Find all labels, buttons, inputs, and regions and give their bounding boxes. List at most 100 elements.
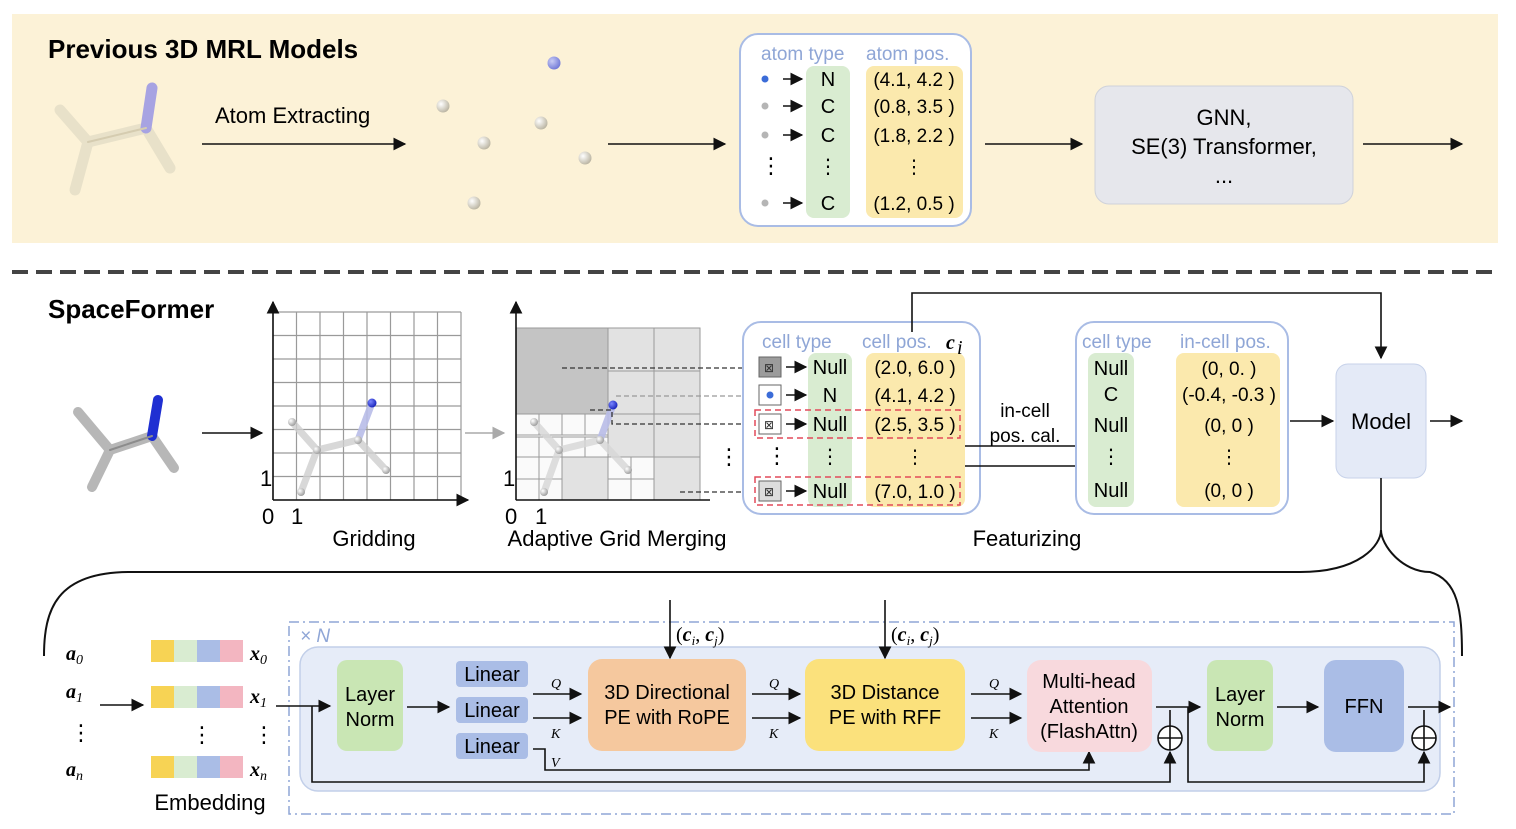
embedding-cell (151, 640, 174, 662)
embedding-cell (197, 756, 220, 778)
output-tokens: x0 x1 ⋮ xn (249, 643, 275, 784)
linear-q: Linear (456, 661, 528, 687)
input-a1: a1 (66, 681, 83, 706)
cell-pos-column (866, 353, 965, 507)
svg-text:Q: Q (989, 677, 999, 692)
cell-pointer-arrows (562, 362, 757, 498)
atom-type-cell: C (821, 125, 835, 147)
residual-add-1-icon (1157, 725, 1183, 751)
gridding-axis-one-y: 1 (260, 466, 272, 491)
input-an: an (66, 759, 83, 784)
cell-pos-cell: (4.1, 4.2 ) (874, 386, 955, 407)
empty-cell-icon (758, 413, 782, 435)
model-box: Model (1335, 363, 1427, 479)
merging-label: Adaptive Grid Merging (508, 526, 727, 551)
svg-text:Linear: Linear (464, 736, 520, 758)
output-x1: x1 (249, 686, 267, 711)
svg-text:V: V (551, 756, 561, 771)
svg-text:⊠: ⊠ (764, 361, 774, 375)
gridding-axis-one-x: 1 (291, 504, 303, 529)
grid-lines (272, 311, 462, 501)
merging-molecule (530, 400, 632, 496)
incell-type-cell: Null (1094, 480, 1128, 502)
gridding-axis-zero: 0 (262, 504, 274, 529)
atom-type-cell: C (821, 96, 835, 118)
residual-1-path (311, 706, 1177, 783)
svg-text:Norm: Norm (346, 709, 395, 731)
cell-type-cell: Null (813, 481, 847, 503)
incell-type-cell: Null (1094, 358, 1128, 380)
atom-type-header: atom type (761, 44, 844, 65)
svg-text:K: K (550, 727, 561, 742)
embedding-label: Embedding (154, 790, 265, 815)
svg-text:K: K (768, 727, 779, 742)
pair-label-rff: (ci, cj) (891, 624, 939, 648)
svg-text:Multi-head: Multi-head (1042, 671, 1135, 693)
incell-type-column (1088, 353, 1134, 507)
cell-pos-cell: (2.0, 6.0 ) (874, 358, 955, 379)
cell-type-header: cell type (762, 332, 832, 353)
cell-pos-cell: (2.5, 3.5 ) (874, 415, 955, 436)
atom-type-cell: C (821, 193, 835, 215)
incell-pos-column (1176, 353, 1280, 507)
extracted-atoms (436, 56, 592, 210)
cell-type-cell: N (823, 385, 837, 407)
top-section: Previous 3D MRL Models Atom Extracting (12, 14, 1498, 243)
cell-pos-cell: (7.0, 1.0 ) (874, 482, 955, 503)
expansion-brace (43, 529, 1463, 657)
incell-label-1: in-cell (1000, 401, 1050, 422)
cell-type-cell: Null (813, 357, 847, 379)
svg-text:Norm: Norm (1216, 709, 1265, 731)
cell-type-cell: Null (813, 414, 847, 436)
rff-block: 3D Distance PE with RFF (805, 659, 965, 751)
merging-axis-zero: 0 (505, 504, 517, 529)
atom-dot (761, 131, 769, 139)
atom-table: atom type atom pos. N(4.1, 4.2 )C(0.8, 3… (739, 33, 972, 227)
atom-type-cell: N (821, 69, 835, 91)
spaceformer-title: SpaceFormer (48, 294, 214, 324)
cell-ellipsis: ⋮ (766, 443, 788, 468)
svg-text:K: K (988, 727, 999, 742)
incell-pos-cell: (0, 0 ) (1204, 416, 1254, 437)
gnn-line-3: ... (1215, 163, 1233, 188)
atom-dot (761, 102, 769, 110)
rope-block: 3D Directional PE with RoPE (588, 659, 746, 751)
pair-label-rope: (ci, cj) (676, 624, 724, 648)
svg-text:Q: Q (769, 677, 779, 692)
svg-text:⊠: ⊠ (764, 485, 774, 499)
incell-pos-cell: ⋮ (1220, 447, 1239, 468)
embedding-cell (220, 640, 243, 662)
embedding-cell (151, 756, 174, 778)
cell-pos-var: c (946, 332, 955, 354)
svg-text:Q: Q (551, 677, 561, 692)
atom-dot (761, 199, 769, 207)
output-ellipsis: ⋮ (253, 722, 275, 747)
incell-table: cell type in-cell pos. Null(0, 0. )C(-0.… (1075, 321, 1289, 515)
svg-text:Linear: Linear (464, 700, 520, 722)
cell-pos-cell: ⋮ (906, 447, 925, 468)
residual-add-2-icon (1411, 725, 1437, 751)
atom-pos-column (866, 66, 963, 218)
model-label: Model (1351, 409, 1411, 434)
atom-pos-cell: ⋮ (905, 157, 924, 178)
output-xn: xn (249, 759, 267, 784)
embedding-cell (174, 756, 197, 778)
svg-text:(FlashAttn): (FlashAttn) (1040, 721, 1138, 743)
embedding-cell (174, 640, 197, 662)
attention-block: Multi-head Attention (FlashAttn) (1027, 660, 1152, 752)
embedding-ellipsis: ⋮ (191, 722, 213, 747)
merging-ellipsis: ⋮ (718, 444, 740, 469)
ffn-block: FFN (1324, 660, 1404, 752)
merging-axis-one-y: 1 (503, 466, 515, 491)
svg-text:3D Directional: 3D Directional (604, 682, 730, 704)
embedding-cell (197, 640, 220, 662)
cell-pos-to-model-arrow (911, 292, 1388, 360)
incell-label-2: pos. cal. (990, 426, 1061, 447)
atom-pos-cell: (1.2, 0.5 ) (873, 194, 954, 215)
repeat-label: × N (300, 626, 330, 647)
v-path (533, 748, 1096, 771)
input-tokens: a0 a1 ⋮ an (66, 643, 92, 784)
layer-norm-2: Layer Norm (1207, 660, 1273, 751)
input-a0: a0 (66, 643, 83, 668)
gridding-panel: 0 1 1 Gridding (260, 300, 470, 551)
